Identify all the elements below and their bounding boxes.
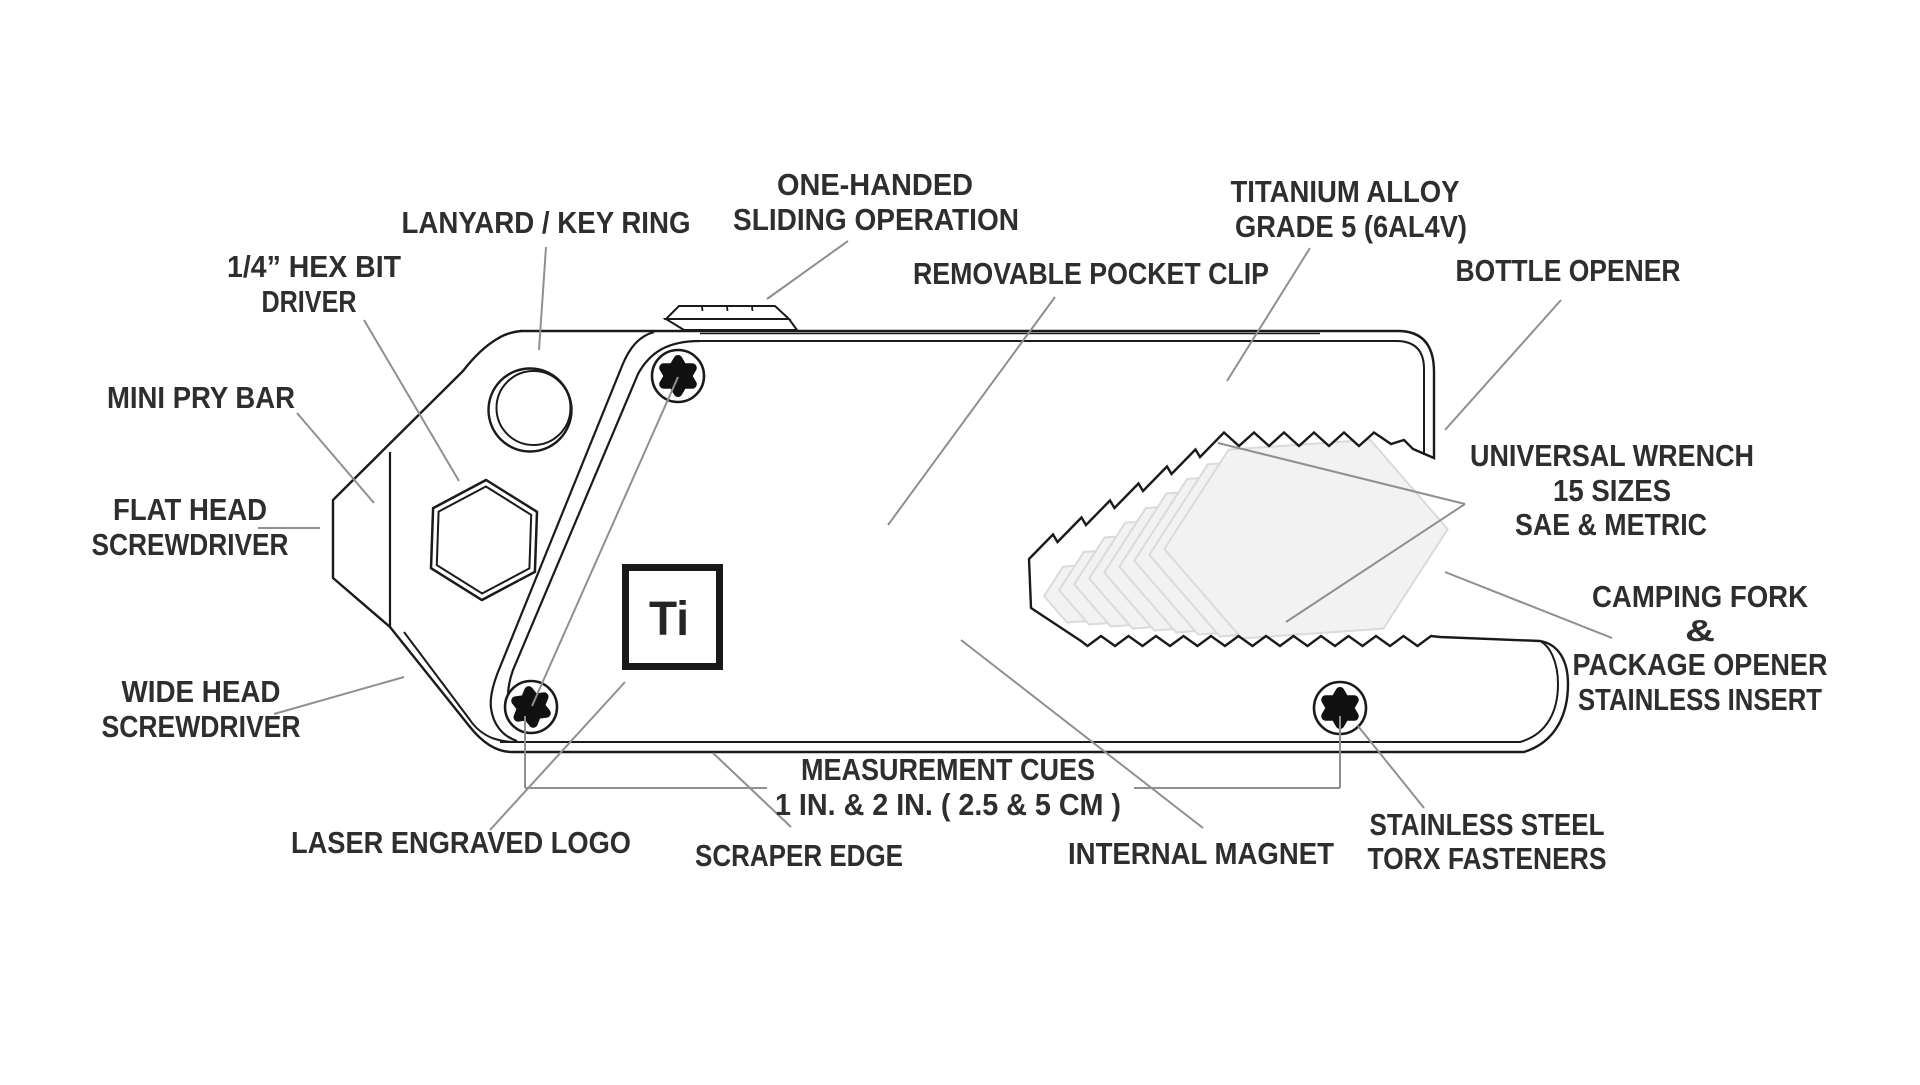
svg-text:1/4” HEX BIT: 1/4” HEX BIT bbox=[227, 249, 401, 284]
svg-text:WIDE HEAD: WIDE HEAD bbox=[122, 674, 281, 709]
svg-text:SCREWDRIVER: SCREWDRIVER bbox=[92, 527, 289, 562]
svg-text:STAINLESS STEEL: STAINLESS STEEL bbox=[1370, 807, 1605, 842]
svg-text:Ti: Ti bbox=[649, 593, 689, 646]
svg-text:SAE & METRIC: SAE & METRIC bbox=[1515, 507, 1707, 542]
svg-text:SCRAPER EDGE: SCRAPER EDGE bbox=[695, 838, 903, 873]
svg-text:GRADE 5 (6AL4V): GRADE 5 (6AL4V) bbox=[1235, 209, 1467, 244]
svg-text:STAINLESS INSERT: STAINLESS INSERT bbox=[1578, 682, 1822, 717]
svg-text:REMOVABLE POCKET CLIP: REMOVABLE POCKET CLIP bbox=[913, 256, 1269, 291]
svg-text:INTERNAL MAGNET: INTERNAL MAGNET bbox=[1068, 836, 1334, 871]
svg-text:DRIVER: DRIVER bbox=[262, 284, 357, 319]
svg-text:PACKAGE OPENER: PACKAGE OPENER bbox=[1573, 647, 1828, 682]
svg-text:LASER ENGRAVED LOGO: LASER ENGRAVED LOGO bbox=[291, 825, 631, 860]
svg-text:TORX FASTENERS: TORX FASTENERS bbox=[1368, 841, 1607, 876]
svg-text:SCREWDRIVER: SCREWDRIVER bbox=[102, 709, 301, 744]
svg-text:TITANIUM ALLOY: TITANIUM ALLOY bbox=[1231, 174, 1460, 209]
svg-text:1 IN. & 2 IN. ( 2.5 & 5 CM ): 1 IN. & 2 IN. ( 2.5 & 5 CM ) bbox=[775, 787, 1121, 822]
svg-text:FLAT HEAD: FLAT HEAD bbox=[113, 492, 267, 527]
svg-text:UNIVERSAL WRENCH: UNIVERSAL WRENCH bbox=[1470, 438, 1754, 473]
svg-text:&: & bbox=[1685, 613, 1715, 648]
svg-text:CAMPING FORK: CAMPING FORK bbox=[1592, 579, 1809, 614]
svg-text:MINI PRY BAR: MINI PRY BAR bbox=[107, 380, 295, 415]
svg-text:ONE-HANDED: ONE-HANDED bbox=[777, 167, 973, 202]
svg-text:SLIDING OPERATION: SLIDING OPERATION bbox=[733, 202, 1019, 237]
svg-text:BOTTLE OPENER: BOTTLE OPENER bbox=[1456, 253, 1681, 288]
svg-text:MEASUREMENT CUES: MEASUREMENT CUES bbox=[801, 752, 1095, 787]
svg-text:LANYARD / KEY RING: LANYARD / KEY RING bbox=[402, 205, 691, 240]
svg-text:15 SIZES: 15 SIZES bbox=[1553, 473, 1671, 508]
